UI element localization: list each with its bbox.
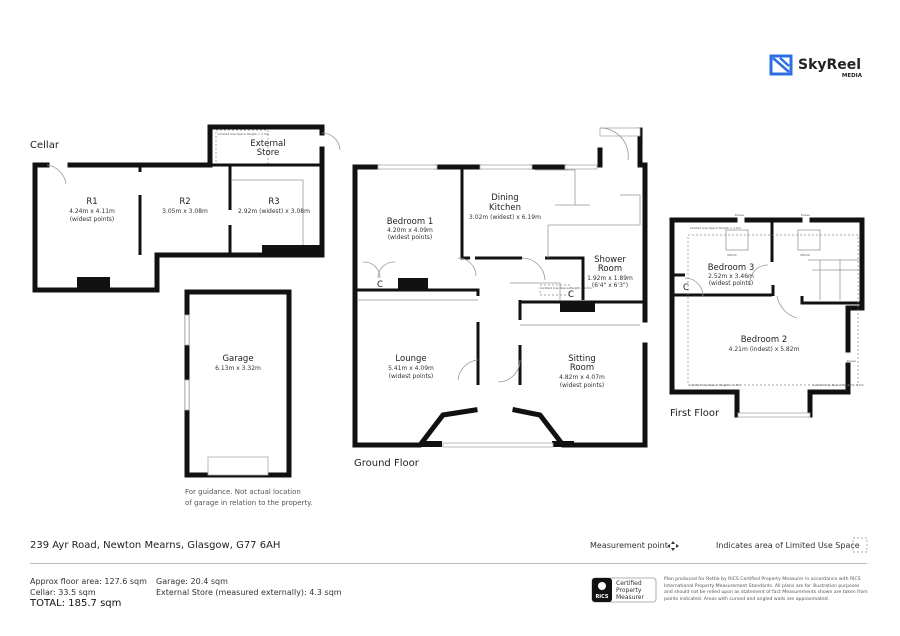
limited-use-area: [687, 234, 859, 386]
room-dims-sitting: 4.82m x 4.07m: [559, 374, 605, 381]
total-area: TOTAL: 185.7 sqm: [30, 598, 122, 609]
limited-use-label: Limited Use Space Height < 1.5m: [690, 383, 741, 387]
room-name-shower-1: Shower: [594, 255, 626, 265]
room-note-lounge: (widest points): [389, 373, 434, 380]
room-name-lounge: Lounge: [395, 354, 426, 364]
limited-use-label: Limited Use Space Height < 1.5m: [690, 226, 741, 230]
room-dims-garage: 6.13m x 3.32m: [215, 365, 261, 372]
room-name-external-store-2: Store: [257, 148, 279, 158]
legend-limited-use: Indicates area of Limited Use Space: [716, 541, 860, 550]
room-name-r2: R2: [179, 197, 190, 207]
rics-logo-text: RICS: [595, 594, 608, 600]
velux-label: VELUX: [800, 253, 810, 257]
room-name-kitchen-2: Kitchen: [489, 203, 521, 213]
eaves-label: Eaves: [801, 213, 810, 217]
logo-mark: [772, 57, 790, 73]
legend-measurement-point: Measurement point: [590, 541, 668, 550]
logo-icon: [769, 54, 793, 76]
velux-label: VELUX: [727, 253, 737, 257]
first-floor-plan: VELUX VELUX Eaves Eaves Eaves Limited Us…: [669, 213, 865, 419]
rics-badge-line: Certified: [616, 580, 642, 587]
garage-note-1: For guidance. Not actual location: [185, 488, 301, 496]
room-name-garage: Garage: [222, 354, 253, 364]
room-name-sitting-1: Sitting: [568, 354, 596, 364]
room-name-shower-2: Room: [598, 264, 622, 274]
room-name-bedroom-3: Bedroom 3: [708, 263, 755, 273]
room-note-bedroom-3: (widest points): [709, 280, 754, 287]
room-name-kitchen-1: Dining: [491, 193, 518, 203]
garage-note-2: of garage in relation to the property.: [185, 499, 313, 507]
ground-floor-label: Ground Floor: [354, 458, 420, 469]
cellar-area: Cellar: 33.5 sqm: [30, 588, 96, 597]
rics-badge-line: Measurer: [616, 594, 645, 601]
rics-badge: RICS Certified Property Measurer: [591, 577, 657, 603]
room-dims-kitchen: 3.02m (widest) x 6.19m: [469, 214, 541, 221]
first-floor-label: First Floor: [670, 408, 720, 419]
room-name-bedroom-1: Bedroom 1: [387, 217, 434, 227]
room-dims-r1: 4.24m x 4.11m: [69, 208, 115, 215]
limited-use-label: Limited Use Space Height < 1.5m: [813, 383, 864, 387]
cellar-plan: Cellar Limited Use Space Height < 1.5m R…: [30, 124, 341, 293]
room-dims-bedroom-1: 4.20m x 4.09m: [387, 227, 433, 234]
room-dims-shower: 1.92m x 1.89m: [587, 275, 633, 282]
room-note-bedroom-1: (widest points): [388, 234, 433, 241]
room-name-bedroom-2: Bedroom 2: [741, 335, 788, 345]
cupboard-label: C: [377, 280, 383, 290]
chimney-breast: [77, 277, 110, 289]
rics-badge-line: Property: [616, 587, 642, 594]
logo-text: SkyReel: [798, 57, 861, 73]
room-dims-bedroom-3: 2.52m x 3.46m: [708, 273, 754, 280]
eaves-label: Eaves: [847, 359, 856, 363]
room-note-r1: (widest points): [70, 216, 115, 223]
rics-emblem-icon: [598, 582, 606, 590]
room-note-sitting: (widest points): [560, 382, 605, 389]
room-name-sitting-2: Room: [570, 363, 594, 373]
room-dims-shower-imperial: (6'4" x 6'3"): [592, 282, 628, 289]
limited-use-label: Limited Use Space Height < 1.5m: [218, 132, 269, 136]
room-dims-r3: 2.92m (widest) x 3.08m: [238, 208, 310, 215]
room-dims-bedroom-2: 4.21m (indest) x 5.82m: [729, 346, 800, 353]
room-dims-lounge: 5.41m x 4.09m: [388, 365, 434, 372]
cupboard-label: C: [568, 290, 574, 300]
limited-use-space-icon: [852, 537, 868, 553]
ground-floor-plan: Limited Use Space Height < 1.5m Bedroom …: [352, 127, 648, 469]
skyreel-logo: SkyReel MEDIA: [769, 54, 863, 79]
cellar-label: Cellar: [30, 140, 60, 151]
divider: [30, 563, 867, 564]
logo-subtext: MEDIA: [842, 73, 863, 79]
room-name-r3: R3: [268, 197, 279, 207]
cupboard-label: C: [683, 283, 689, 293]
limited-use-label: Limited Use Space Height < 1.5m: [541, 286, 592, 290]
property-address: 239 Ayr Road, Newton Mearns, Glasgow, G7…: [30, 540, 281, 551]
garage-plan: Garage 6.13m x 3.32m For guidance. Not a…: [184, 289, 313, 507]
floor-area: Approx floor area: 127.6 sqm: [30, 577, 147, 586]
garage-area: Garage: 20.4 sqm: [156, 577, 228, 586]
disclaimer: Plan produced for Rettie by RICS Certifi…: [664, 577, 868, 602]
eaves-label: Eaves: [735, 213, 744, 217]
room-dims-r2: 3.05m x 3.08m: [162, 208, 208, 215]
measurement-point-icon: [667, 541, 679, 551]
room-name-external-store-1: External: [250, 139, 285, 149]
room-name-r1: R1: [86, 197, 97, 207]
store-area: External Store (measured externally): 4.…: [156, 588, 342, 597]
